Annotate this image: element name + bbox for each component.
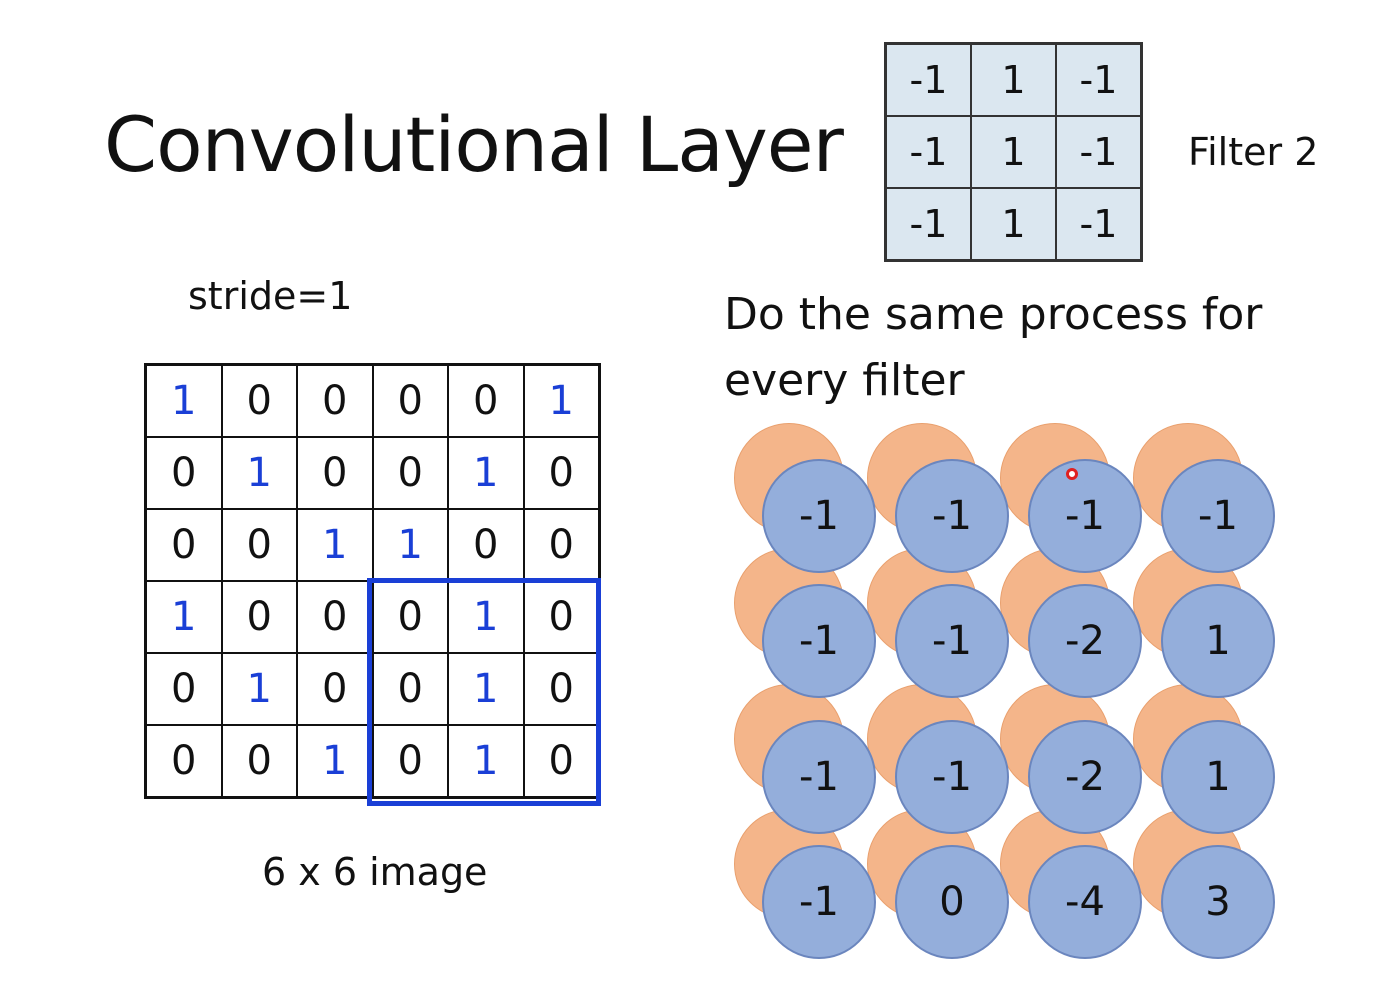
image-cell: 1 [448, 653, 524, 725]
filter1-map-circle [867, 809, 977, 919]
filter-cell: -1 [1056, 116, 1141, 188]
caption-text: Do the same process for every filter [724, 289, 1263, 406]
feature-map-value: 1 [1161, 584, 1275, 698]
feature-map-value: -1 [895, 720, 1009, 834]
filter-cell: -1 [886, 188, 971, 260]
feature-map-value: -1 [762, 720, 876, 834]
image-label: 6 x 6 image [262, 850, 488, 894]
filter1-map-circle [734, 548, 844, 658]
filter1-map-circle [1000, 423, 1110, 533]
image-cell: 1 [221, 437, 297, 509]
feature-map-value: 1 [1161, 720, 1275, 834]
feature-map-value: -1 [895, 584, 1009, 698]
image-cell: 0 [146, 653, 222, 725]
image-cell: 0 [146, 725, 222, 797]
image-cell: 0 [372, 653, 448, 725]
image-cell: 0 [523, 437, 599, 509]
filter-cell: 1 [971, 44, 1056, 116]
filter1-map-circle [1133, 548, 1243, 658]
filter-cell: 1 [971, 188, 1056, 260]
image-cell: 1 [448, 581, 524, 653]
receptive-window-highlight [367, 578, 601, 806]
feature-map-value: -1 [895, 459, 1009, 573]
feature-map-value: -1 [1161, 459, 1275, 573]
filter1-map-circle [867, 684, 977, 794]
filter1-map-circle [734, 809, 844, 919]
filter1-map-circle [1000, 809, 1110, 919]
image-cell: 1 [372, 509, 448, 581]
feature-map-value: 0 [895, 845, 1009, 959]
image-cell: 1 [146, 581, 222, 653]
filter1-map-circle [1133, 809, 1243, 919]
filter-cell: -1 [886, 44, 971, 116]
image-cell: 0 [221, 509, 297, 581]
image-cell: 1 [146, 365, 222, 437]
image-cell: 0 [372, 365, 448, 437]
filter-cell: 1 [971, 116, 1056, 188]
feature-map-value: 3 [1161, 845, 1275, 959]
filter-label: Filter 2 [1188, 130, 1319, 174]
filter1-map-circle [1000, 684, 1110, 794]
stride-label: stride=1 [188, 274, 353, 318]
feature-map-value: -1 [762, 459, 876, 573]
pointer-cursor-icon [1066, 468, 1078, 480]
image-cell: 0 [221, 365, 297, 437]
image-cell: 0 [448, 509, 524, 581]
image-cell: 0 [297, 653, 373, 725]
filter1-map-circle [867, 423, 977, 533]
image-cell: 0 [297, 581, 373, 653]
feature-map-value: -1 [1028, 459, 1142, 573]
image-cell: 0 [146, 509, 222, 581]
filter1-map-circle [1133, 684, 1243, 794]
image-cell: 1 [523, 365, 599, 437]
filter-cell: -1 [886, 116, 971, 188]
filter1-map-circle [734, 423, 844, 533]
image-cell: 0 [372, 725, 448, 797]
image-cell: 1 [448, 725, 524, 797]
image-cell: 1 [221, 653, 297, 725]
feature-map-value: -2 [1028, 584, 1142, 698]
image-cell: 0 [448, 365, 524, 437]
filter1-map-circle [1000, 548, 1110, 658]
image-cell: 0 [297, 437, 373, 509]
filter-cell: -1 [1056, 188, 1141, 260]
filter1-map-circle [734, 684, 844, 794]
image-cell: 0 [221, 725, 297, 797]
feature-map-value: -4 [1028, 845, 1142, 959]
feature-map-value: -2 [1028, 720, 1142, 834]
image-cell: 0 [146, 437, 222, 509]
feature-map-value: -1 [762, 584, 876, 698]
image-cell: 0 [372, 437, 448, 509]
slide-title: Convolutional Layer [104, 100, 844, 189]
image-cell: 0 [297, 365, 373, 437]
filter1-map-circle [1133, 423, 1243, 533]
image-cell: 1 [297, 509, 373, 581]
filter-cell: -1 [1056, 44, 1141, 116]
image-cell: 1 [297, 725, 373, 797]
image-cell: 1 [448, 437, 524, 509]
image-cell: 0 [221, 581, 297, 653]
filter1-map-circle [867, 548, 977, 658]
feature-map-value: -1 [762, 845, 876, 959]
image-cell: 0 [523, 509, 599, 581]
